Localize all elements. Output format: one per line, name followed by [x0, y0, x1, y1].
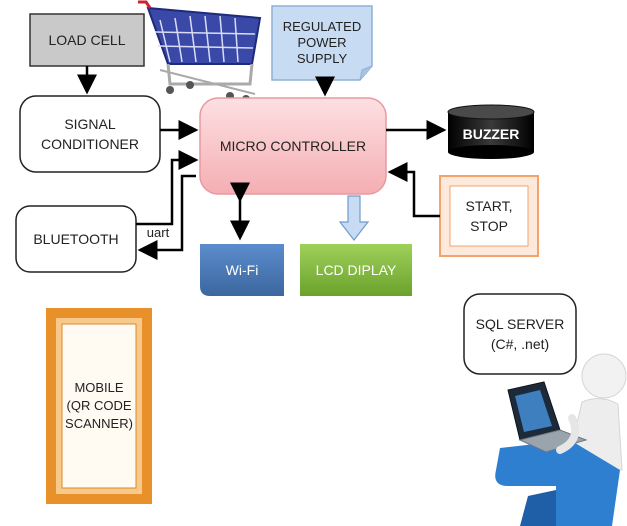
arrow-bluetooth-to-mc — [136, 150, 199, 226]
start-stop-label: START, STOP — [465, 198, 513, 234]
micro-controller-box — [199, 97, 387, 195]
lcd-display-label: LCD DIPLAY — [315, 262, 397, 278]
arrow-startstop-to-mc — [387, 162, 440, 218]
uart-label: uart — [146, 225, 170, 240]
buzzer-cylinder — [447, 104, 535, 159]
sql-server-box — [463, 293, 577, 375]
lcd-hollow-arrow — [338, 195, 370, 241]
signal-conditioner-box — [19, 95, 161, 173]
sql-server-label: SQL SERVER (C#, .net) — [475, 316, 565, 352]
arrow-mc-to-bluetooth — [137, 174, 196, 260]
connectors — [77, 66, 447, 260]
load-cell-label: LOAD CELL — [48, 32, 126, 48]
person-laptop-image — [495, 353, 627, 526]
wifi-label: Wi-Fi — [225, 262, 259, 278]
shopping-cart-image — [138, 0, 262, 103]
wifi-box — [200, 244, 284, 296]
lcd-display-box — [300, 244, 412, 296]
mobile-label: MOBILE (QR CODE SCANNER) — [65, 380, 133, 431]
buzzer-label: BUZZER — [462, 126, 520, 142]
signal-conditioner-label: SIGNAL CONDITIONER — [41, 116, 139, 152]
bluetooth-label: BLUETOOTH — [33, 231, 119, 247]
bluetooth-box — [15, 205, 137, 273]
power-supply-label: REGULATED POWER SUPPLY — [282, 19, 362, 66]
mobile-frame — [46, 308, 152, 504]
micro-controller-label: MICRO CONTROLLER — [219, 138, 367, 154]
